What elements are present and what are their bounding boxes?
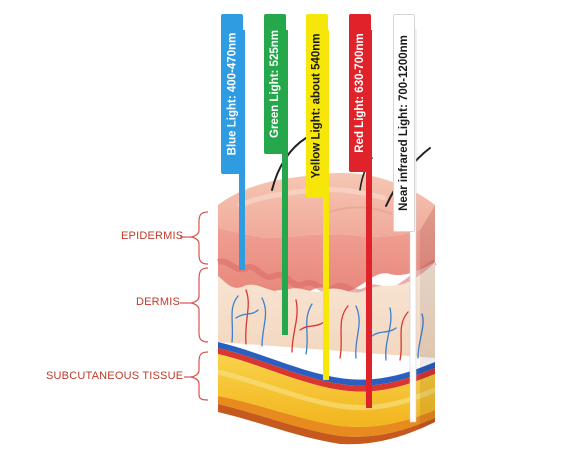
nir-light-tag: Near infrared Light: 700-1200nm bbox=[393, 14, 415, 232]
epidermis-bracket bbox=[190, 211, 209, 265]
dermis-bracket bbox=[190, 267, 209, 343]
dermis-label: DERMIS bbox=[136, 296, 180, 308]
skin-block bbox=[216, 137, 437, 445]
yellow-light-column bbox=[323, 30, 329, 380]
subcutaneous-bracket bbox=[190, 351, 209, 401]
nir-light-label: Near infrared Light: 700-1200nm bbox=[398, 35, 411, 211]
subcutaneous-tissue-label: SUBCUTANEOUS TISSUE bbox=[46, 370, 184, 382]
yellow-light-tag: Yellow Light: about 540nm bbox=[306, 14, 328, 198]
blue-light-label: Blue Light: 400-470nm bbox=[226, 32, 239, 156]
yellow-light-label: Yellow Light: about 540nm bbox=[311, 33, 324, 179]
green-light-tag: Green Light: 525nm bbox=[264, 14, 286, 154]
blue-light-tag: Blue Light: 400-470nm bbox=[221, 14, 243, 174]
red-light-column bbox=[366, 30, 372, 408]
red-light-label: Red Light: 630-700nm bbox=[354, 33, 366, 153]
red-light-tag: Red Light: 630-700nm bbox=[349, 14, 371, 172]
green-light-label: Green Light: 525nm bbox=[269, 30, 281, 138]
epidermis-label: EPIDERMIS bbox=[121, 230, 184, 242]
layer-brackets bbox=[180, 211, 209, 401]
green-light-column bbox=[282, 30, 288, 335]
blood-vessels bbox=[231, 289, 424, 361]
